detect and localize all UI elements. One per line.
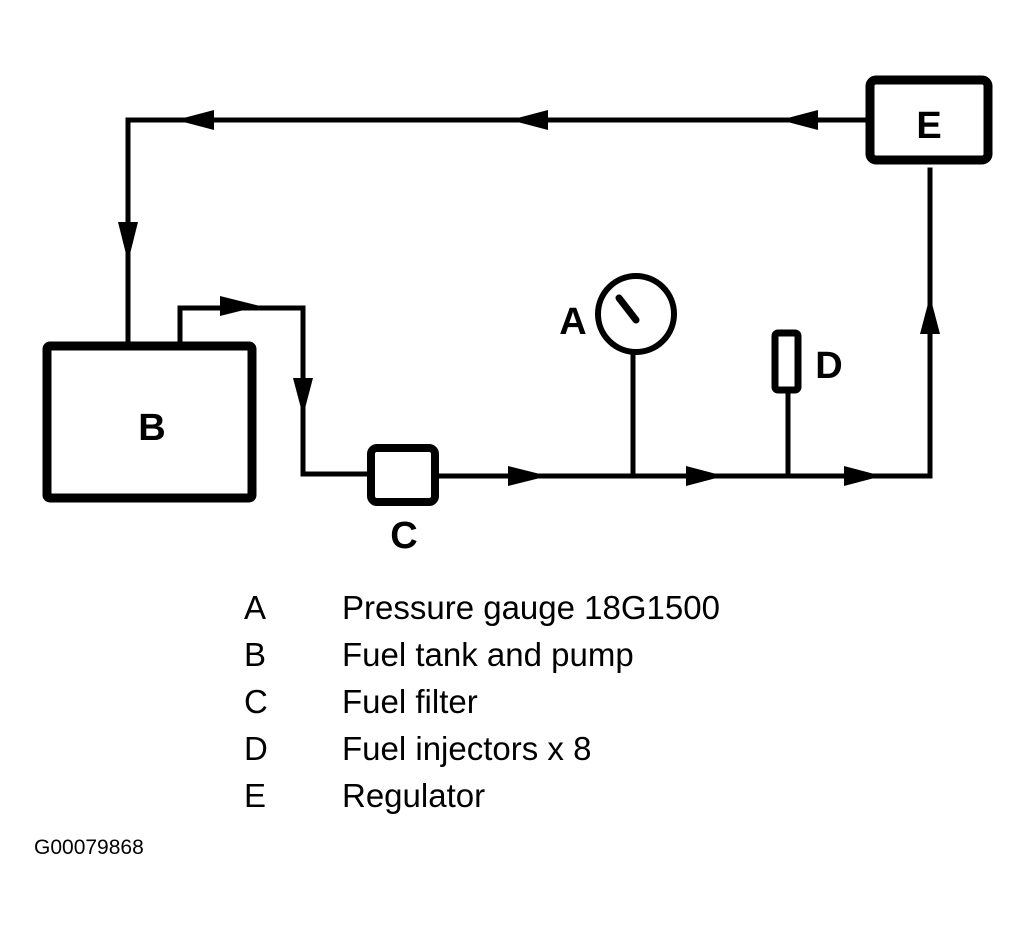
legend-item: A Pressure gauge 18G1500	[244, 588, 720, 635]
return-line	[125, 117, 871, 349]
flow-arrow-down-1	[118, 222, 138, 262]
figure-id: G00079868	[34, 836, 144, 859]
legend-text: Fuel filter	[342, 683, 478, 720]
regulator-label: E	[916, 105, 941, 147]
fuel-injector-body	[771, 329, 802, 394]
legend: A Pressure gauge 18G1500 B Fuel tank and…	[244, 588, 720, 823]
regulator-box	[865, 75, 993, 165]
fuel-filter-box	[367, 444, 439, 506]
flow-arrow-down-2	[293, 378, 313, 416]
flow-arrow-left-1	[780, 110, 818, 130]
legend-key: D	[244, 730, 268, 767]
legend-text: Regulator	[342, 777, 486, 814]
flow-arrow-right-2	[508, 466, 548, 486]
flow-arrow-left-3	[176, 110, 214, 130]
flow-arrow-right-3	[686, 466, 724, 486]
legend-text: Fuel tank and pump	[342, 636, 634, 673]
legend-text: Fuel injectors x 8	[342, 730, 592, 767]
legend-key: E	[244, 777, 267, 814]
legend-key: A	[244, 589, 267, 626]
legend-text: Pressure gauge 18G1500	[342, 589, 720, 626]
flow-arrow-left-2	[510, 110, 548, 130]
legend-key: B	[244, 636, 267, 673]
legend-item: E Regulator	[244, 776, 720, 823]
legend-item: C Fuel filter	[244, 682, 720, 729]
fuel-tank-box	[42, 341, 257, 503]
legend-item: B Fuel tank and pump	[244, 635, 720, 682]
supply-line-from-tank	[177, 305, 375, 477]
pressure-gauge-needle	[615, 294, 640, 324]
main-pressure-line	[433, 167, 933, 479]
fuel-injector-label: D	[815, 345, 842, 387]
fuel-filter-label: C	[390, 515, 417, 557]
flow-arrow-right-4	[844, 466, 882, 486]
flow-arrow-up-1	[920, 296, 940, 334]
pressure-gauge-dial	[595, 273, 677, 355]
legend-key: C	[244, 683, 268, 720]
flow-arrow-right-1	[220, 296, 260, 316]
legend-item: D Fuel injectors x 8	[244, 729, 720, 776]
fuel-tank-label: B	[138, 407, 165, 449]
pressure-gauge-label: A	[559, 301, 586, 343]
